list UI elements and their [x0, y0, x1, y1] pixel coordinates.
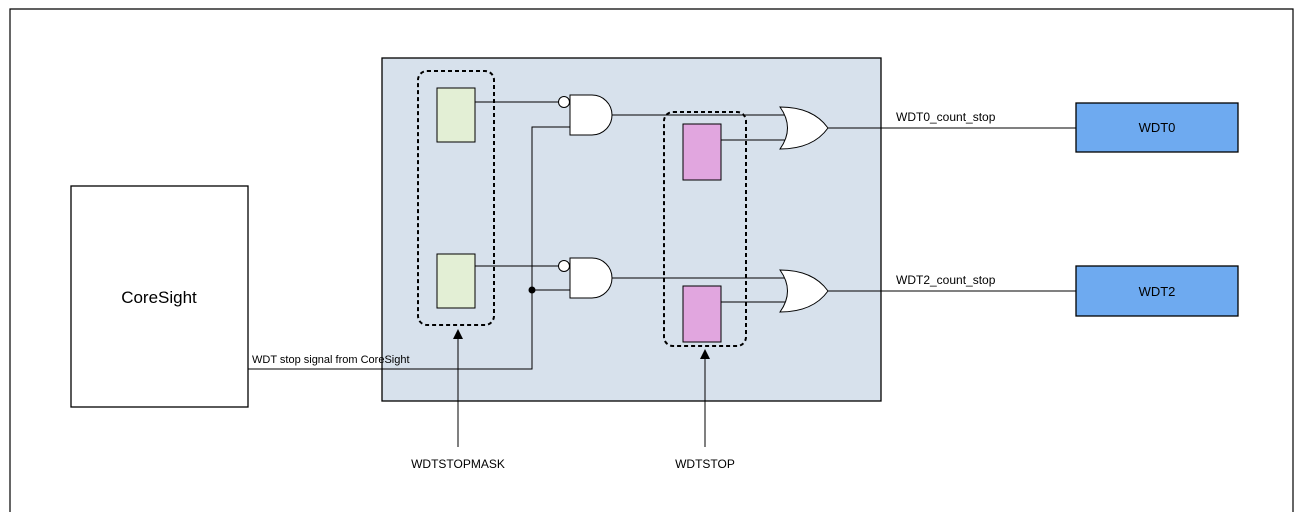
stop-register-group: [663, 111, 747, 347]
stop-register-bit-wdt2: [682, 285, 722, 343]
page-frame: [9, 8, 1294, 512]
signal-label-background: [250, 352, 376, 366]
and-gate-wdt2: [558, 257, 613, 299]
inverter-bubble: [558, 260, 570, 272]
and-gate-wdt0: [558, 94, 613, 136]
or-gate-wdt2: [779, 269, 829, 313]
junction-dot: [528, 286, 536, 294]
inverter-bubble: [558, 96, 570, 108]
wdt2-block: WDT2: [1075, 265, 1239, 317]
mask-register-group: [417, 70, 495, 326]
coresight-label: CoreSight: [121, 288, 197, 307]
wdt0-label: WDT0: [1139, 120, 1176, 135]
wdtstop-label: WDTSTOP: [675, 457, 735, 471]
mask-register-bit-wdt0: [436, 87, 476, 143]
mask-register-bit-wdt2: [436, 253, 476, 309]
wdt0-count-stop-label: WDT0_count_stop: [896, 110, 996, 124]
or-gate-wdt0: [779, 106, 829, 150]
coresight-signal-label: WDT stop signal from CoreSight: [252, 354, 410, 366]
wdt0-block: WDT0: [1075, 102, 1239, 153]
wdtstopmask-label: WDTSTOPMASK: [411, 457, 505, 471]
stop-register-bit-wdt0: [682, 123, 722, 181]
coresight-stop-signal-line: [248, 126, 570, 370]
wdt2-count-stop-label: WDT2_count_stop: [896, 273, 996, 287]
wdt2-label: WDT2: [1139, 284, 1176, 299]
coresight-block: CoreSight: [70, 185, 249, 408]
